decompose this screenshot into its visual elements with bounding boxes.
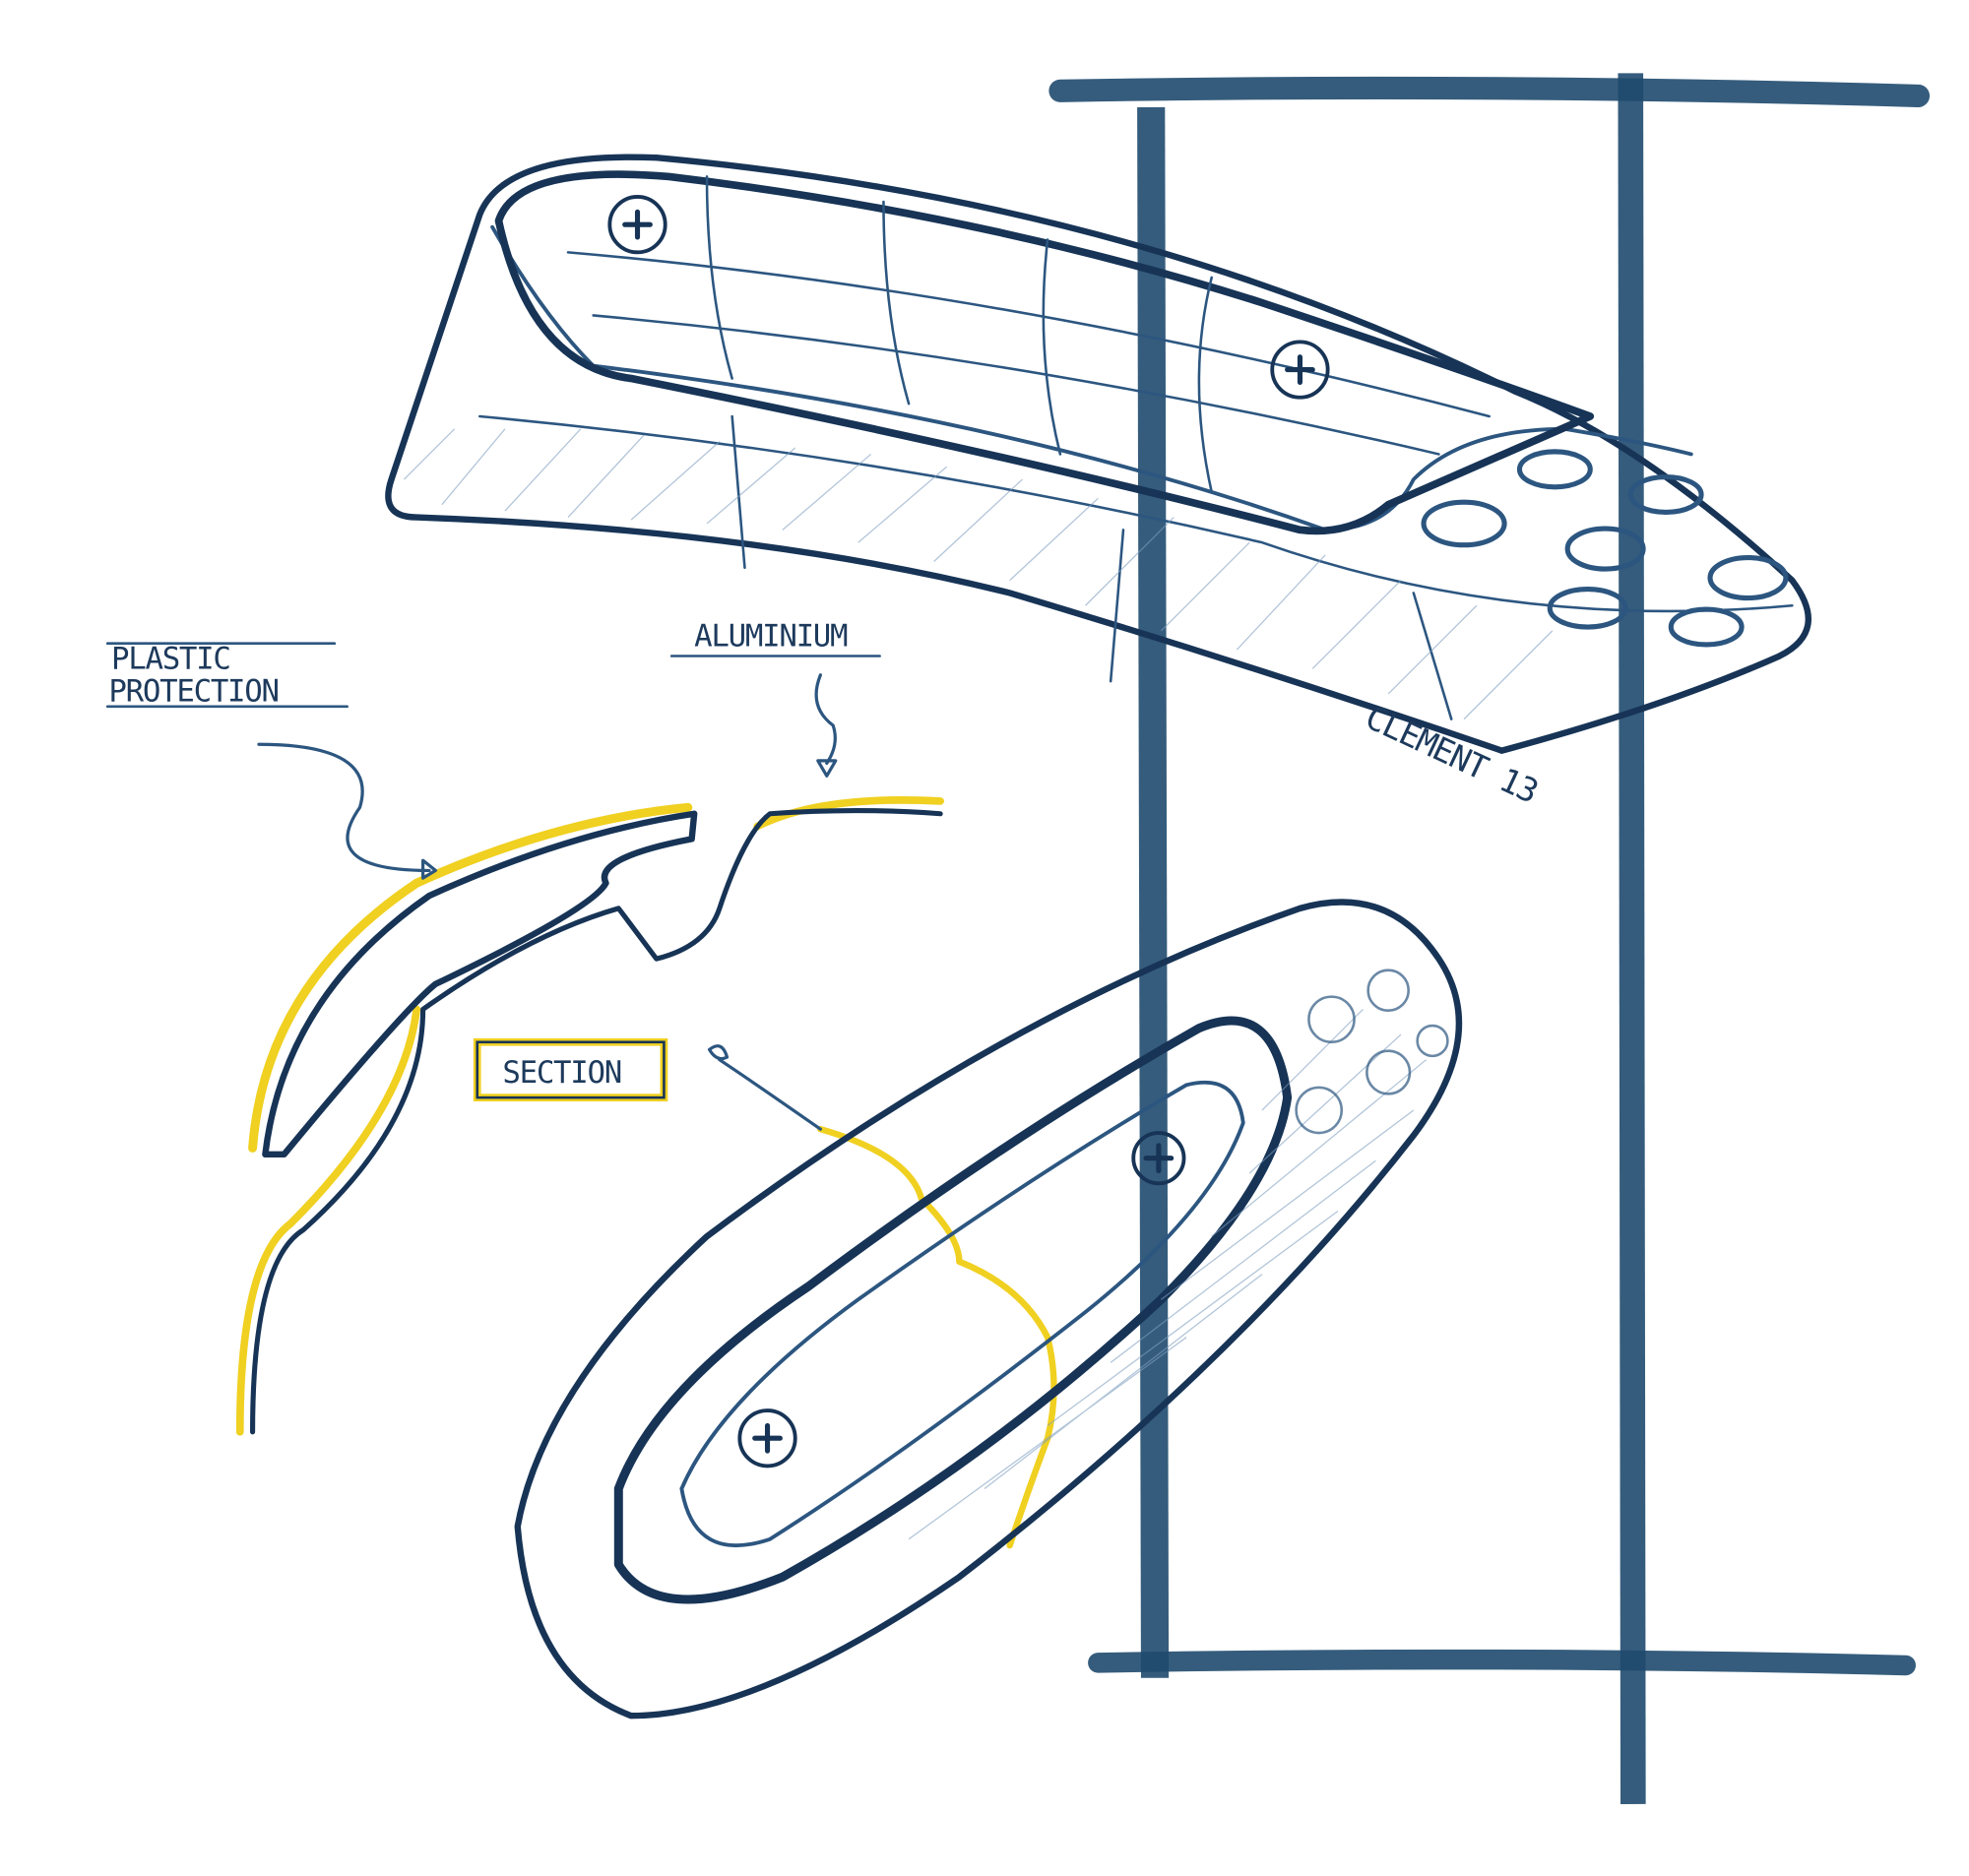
aluminium-callout: ALUMINIUM — [669, 618, 881, 778]
svg-text:PLASTIC: PLASTIC — [111, 641, 230, 676]
section-profile-sketch — [235, 796, 944, 1436]
screw-icon — [607, 195, 667, 255]
vent-holes — [1295, 969, 1449, 1135]
svg-text:ALUMINIUM: ALUMINIUM — [694, 618, 848, 654]
plastic-protection-callout: PLASTIC PROTECTION — [105, 641, 438, 880]
section-cut-line — [817, 1125, 1057, 1549]
bottom-device-sketch — [514, 899, 1463, 1720]
vent-holes — [1421, 449, 1789, 648]
svg-text:SECTION: SECTION — [502, 1055, 621, 1091]
svg-text:PROTECTION: PROTECTION — [108, 674, 278, 710]
screw-icon — [737, 1408, 797, 1469]
screw-icon — [1270, 340, 1330, 400]
signature: CLEMENT 13 — [1360, 698, 1544, 811]
section-callout: SECTION — [473, 1037, 822, 1131]
screw-icon — [1131, 1131, 1186, 1186]
background-frame — [1048, 73, 1931, 1804]
top-device-sketch — [385, 154, 1811, 754]
